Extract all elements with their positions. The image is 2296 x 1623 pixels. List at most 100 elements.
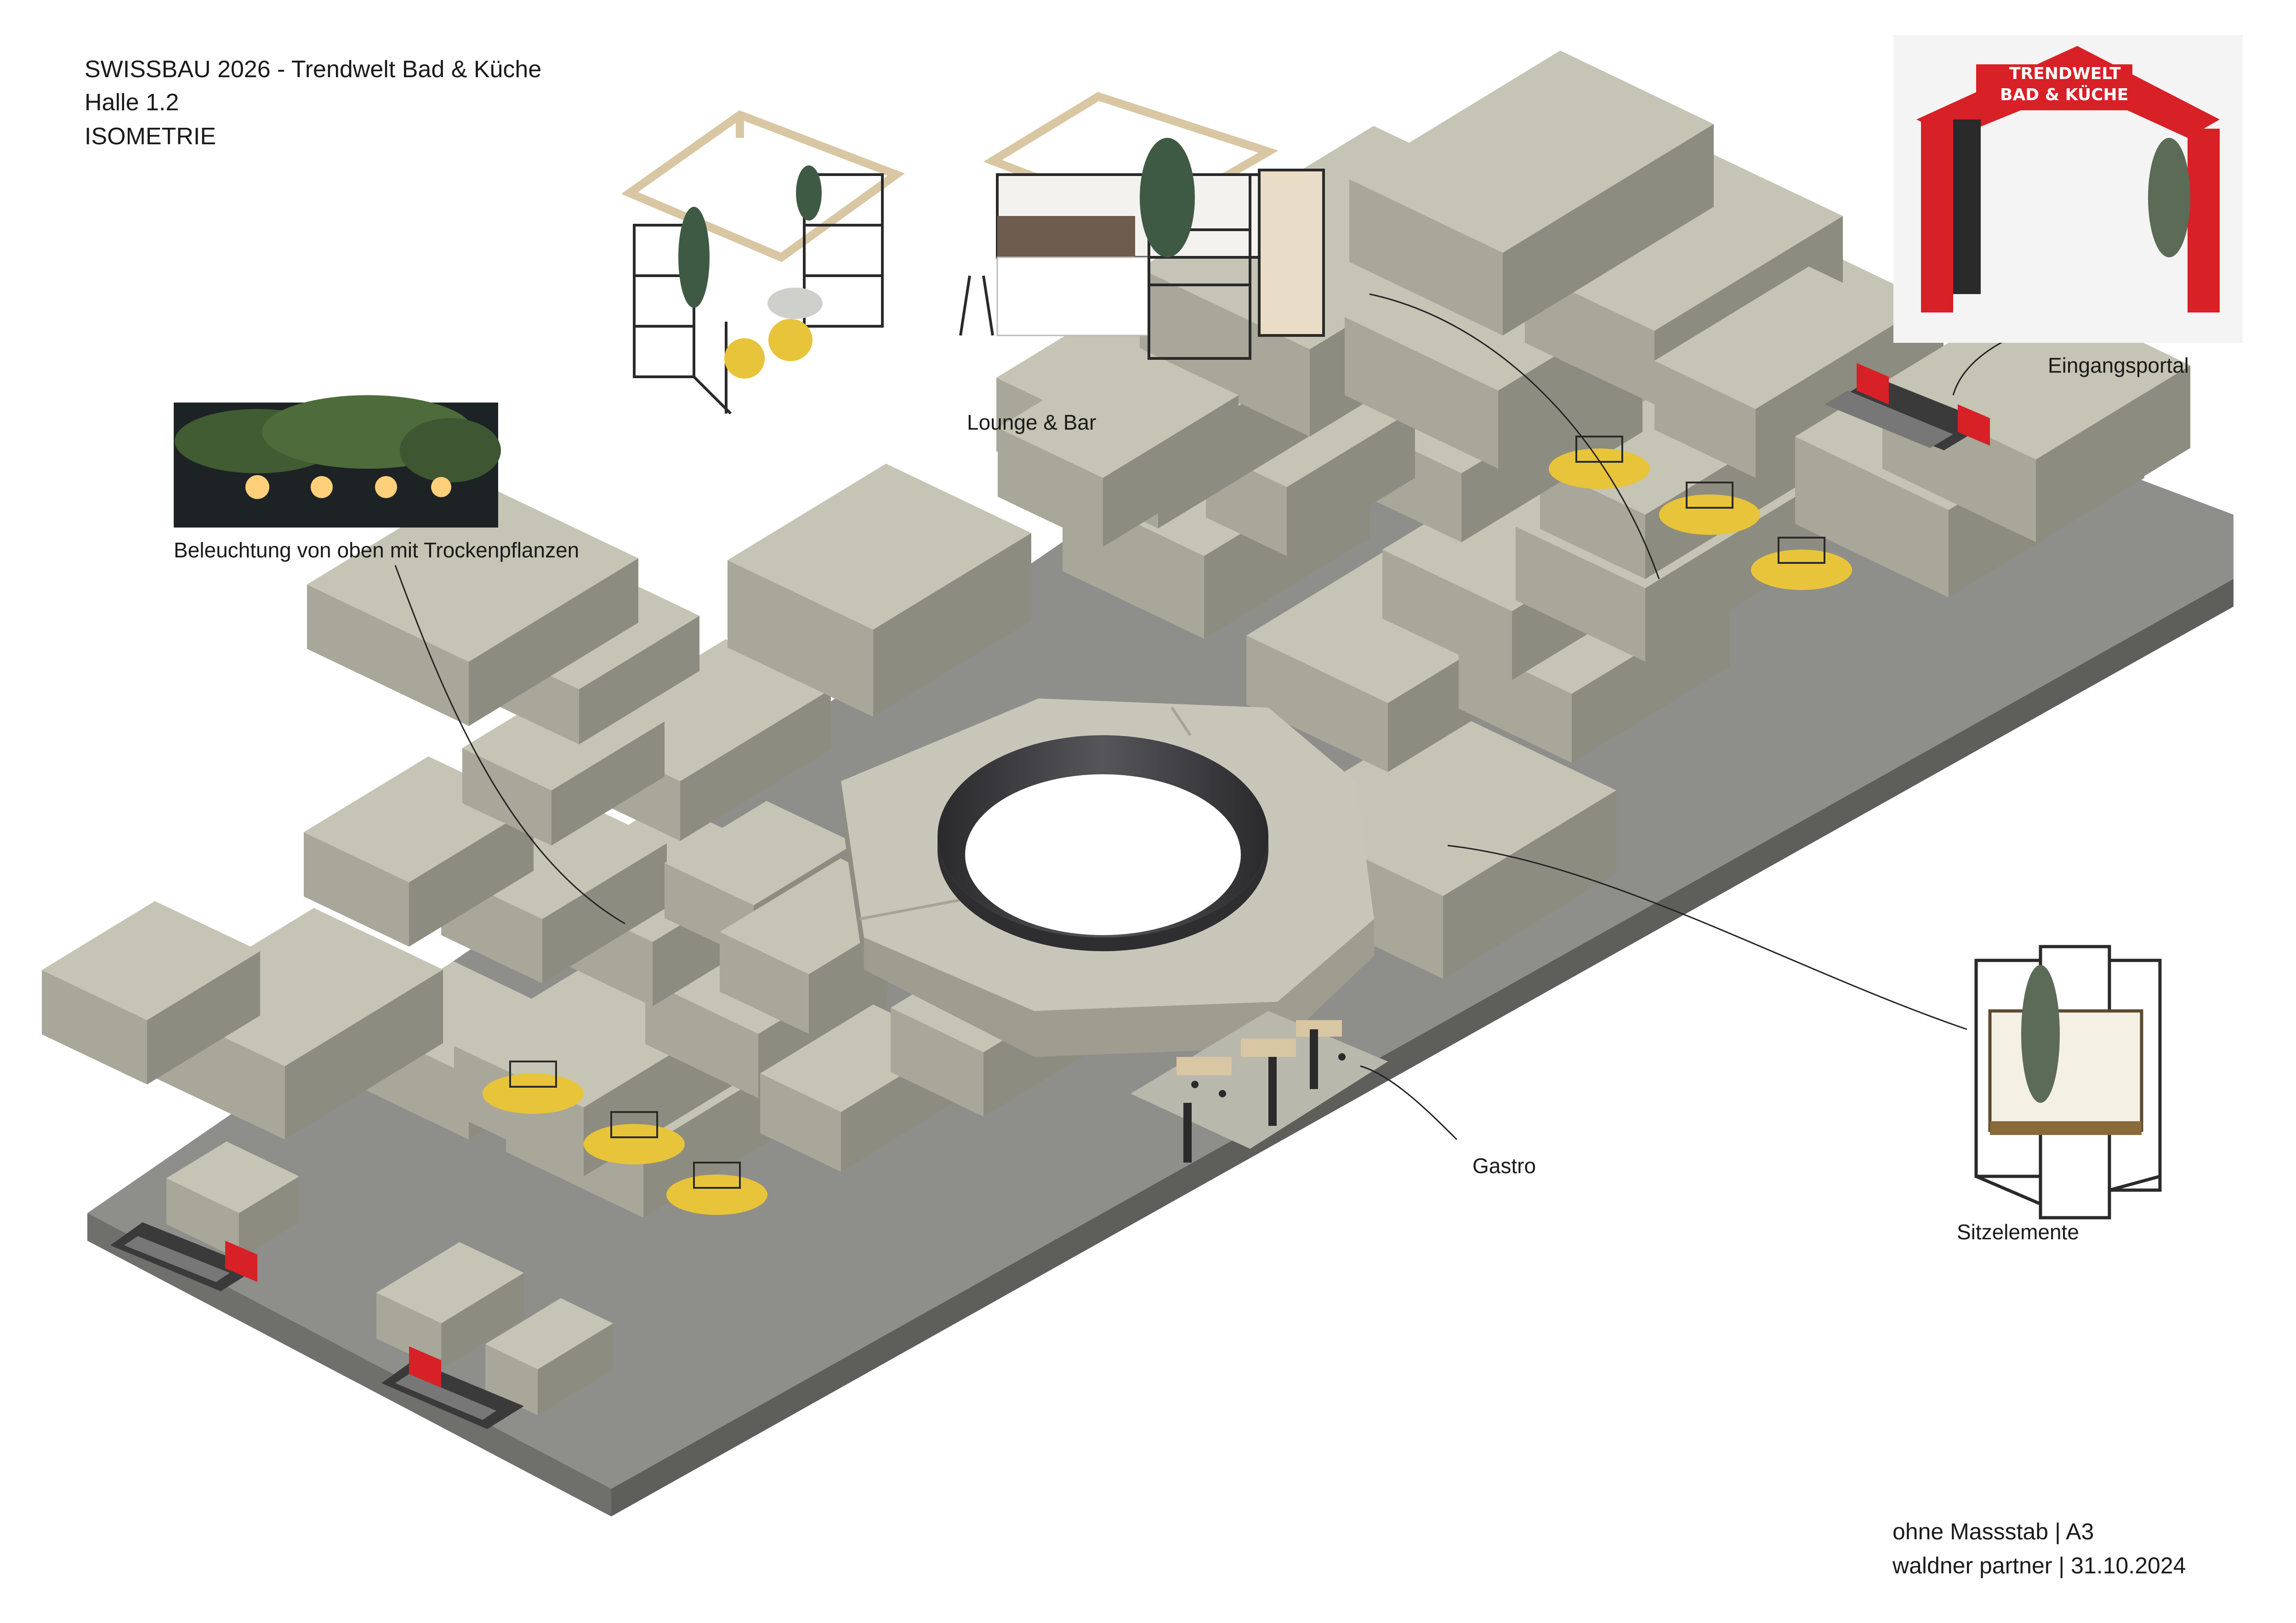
lounge-platforms bbox=[483, 436, 1852, 1215]
stand-block-left-face bbox=[1345, 317, 1498, 469]
stand-block-right-face bbox=[469, 558, 638, 726]
floor-portal-south bbox=[381, 1346, 524, 1429]
footer-scale: ohne Massstab | A3 bbox=[1892, 1519, 2094, 1544]
stand-block-left-face bbox=[1525, 269, 1654, 404]
stand-block-top-face bbox=[166, 1141, 299, 1213]
lounge-bar-sketch bbox=[959, 92, 1325, 360]
floor-portal-northeast bbox=[1824, 363, 1990, 450]
stand-block-right-face bbox=[579, 616, 699, 744]
seating-element-sketch bbox=[1974, 945, 2162, 1220]
lounge-pavilion-frame bbox=[1686, 482, 1733, 509]
lounge-platform bbox=[1549, 448, 1650, 489]
stand-block-right-face bbox=[551, 721, 665, 846]
stand-block-left-face bbox=[485, 1344, 538, 1415]
lounge-pavilion-frame bbox=[693, 1162, 741, 1189]
stand-block-right-face bbox=[409, 806, 534, 947]
title-view: ISOMETRIE bbox=[85, 123, 216, 150]
lounge-platform bbox=[666, 1175, 767, 1215]
stand-block-right-face bbox=[1443, 790, 1616, 979]
stand-block bbox=[166, 1141, 299, 1259]
stand-block-left-face bbox=[307, 585, 469, 726]
stand-block-left-face bbox=[1382, 550, 1512, 680]
stand-block-right-face bbox=[1756, 315, 1910, 478]
stand-block-left-face bbox=[1349, 179, 1503, 335]
stand-block-right-face bbox=[1287, 409, 1415, 556]
stand-block-left-face bbox=[166, 1178, 239, 1259]
stand-block-top-face bbox=[376, 1242, 524, 1323]
stand-block bbox=[42, 901, 260, 1084]
lounge-platform bbox=[1659, 494, 1760, 535]
portal-sign-line2: BAD & KÜCHE bbox=[2000, 85, 2129, 104]
stand-block-top-face bbox=[485, 1298, 613, 1369]
stand-block-left-face bbox=[1516, 527, 1645, 662]
stand-block-top-face bbox=[307, 481, 638, 662]
portal-roof bbox=[1916, 46, 2220, 138]
stand-block-left-face bbox=[42, 970, 147, 1084]
footer-credit: waldner partner | 31.10.2024 bbox=[1892, 1553, 2186, 1578]
stand-block-top-face bbox=[1525, 154, 1843, 331]
stand-block-right-face bbox=[2036, 365, 2190, 542]
stand-block-right-face bbox=[680, 689, 831, 841]
stand-block-top-face bbox=[727, 464, 1031, 630]
stand-block bbox=[727, 464, 1031, 717]
stand-block-right-face bbox=[441, 1273, 524, 1369]
stand-block-left-face bbox=[645, 980, 758, 1098]
stand-block-left-face bbox=[462, 748, 551, 846]
title-project: SWISSBAU 2026 - Trendwelt Bad & Küche bbox=[85, 56, 542, 83]
leader-gastro bbox=[1360, 1065, 1458, 1141]
stand-block-left-face bbox=[1654, 361, 1756, 478]
stand-block bbox=[376, 1242, 524, 1369]
stand-block-top-face bbox=[42, 901, 260, 1020]
leader-lounge bbox=[1369, 293, 1660, 579]
stand-block-right-face bbox=[239, 1176, 299, 1259]
label-lounge-bar: Lounge & Bar bbox=[967, 410, 1097, 434]
stand-block-top-face bbox=[665, 801, 855, 905]
floor-portal-west bbox=[110, 1222, 257, 1291]
stand-block-left-face bbox=[998, 428, 1103, 547]
stand-block-left-face bbox=[1795, 437, 1949, 597]
leader-seating bbox=[1447, 845, 1967, 1030]
label-entrance-portal: Eingangsportal bbox=[2048, 353, 2189, 377]
label-seating: Sitzelemente bbox=[1957, 1220, 2079, 1244]
lighting-photo bbox=[174, 395, 501, 528]
stand-block-left-face bbox=[1540, 465, 1645, 579]
stand-block bbox=[485, 1298, 613, 1415]
stand-block-right-face bbox=[1572, 597, 1730, 763]
stand-block-top-face bbox=[998, 345, 1239, 478]
stand-block-left-face bbox=[1459, 640, 1572, 763]
stand-block-left-face bbox=[727, 560, 873, 717]
label-lighting: Beleuchtung von oben mit Trockenpflanzen bbox=[174, 538, 580, 562]
lounge-platform bbox=[483, 1073, 584, 1114]
stand-block-right-face bbox=[1503, 124, 1714, 335]
lounge-platform bbox=[1751, 550, 1852, 590]
stand-blocks bbox=[42, 51, 2190, 1415]
stand-block bbox=[1349, 51, 1714, 335]
stand-block-top-face bbox=[1654, 267, 1910, 409]
entrance-portal-sketch bbox=[1893, 35, 2243, 343]
portal-sign-board bbox=[1976, 64, 2132, 110]
lounge-pavilion-frame bbox=[1778, 537, 1825, 564]
central-hub bbox=[841, 698, 1374, 1057]
stand-block-top-face bbox=[1349, 51, 1714, 253]
lounge-pavilion-sketch bbox=[621, 110, 905, 415]
stand-block-right-face bbox=[285, 970, 443, 1140]
gastro-area bbox=[1131, 1011, 1388, 1163]
title-hall: Halle 1.2 bbox=[85, 89, 179, 116]
portal-sign-line1: TRENDWELT bbox=[2009, 64, 2121, 83]
lounge-pavilion-frame bbox=[509, 1061, 557, 1088]
stand-block-right-face bbox=[538, 1323, 613, 1415]
leader-lighting bbox=[394, 565, 625, 925]
hub-ring-inner bbox=[965, 774, 1241, 935]
stand-block bbox=[998, 345, 1239, 547]
stand-block-left-face bbox=[760, 1073, 841, 1172]
stand-block-right-face bbox=[1645, 478, 1826, 662]
stand-block-right-face bbox=[1103, 395, 1239, 547]
label-gastro: Gastro bbox=[1472, 1154, 1536, 1178]
stand-block-left-face bbox=[376, 1293, 441, 1369]
stand-block-right-face bbox=[147, 951, 260, 1084]
stand-block bbox=[1654, 267, 1910, 478]
lounge-pavilion-frame bbox=[610, 1111, 658, 1138]
stand-block-right-face bbox=[542, 843, 667, 983]
